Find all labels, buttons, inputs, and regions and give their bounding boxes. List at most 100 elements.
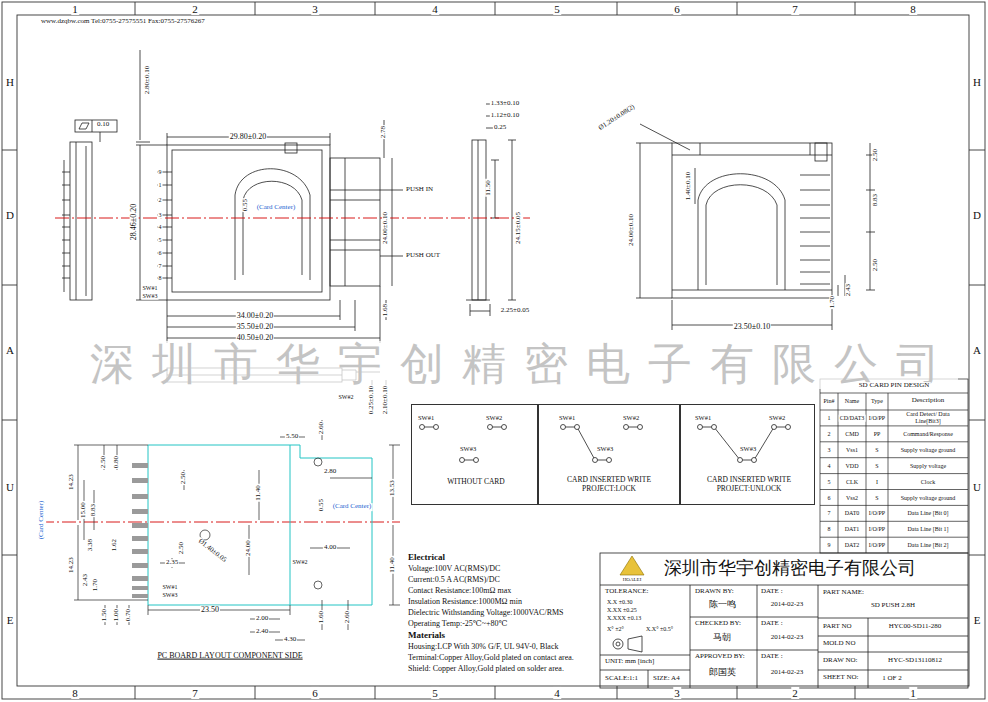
pcb-dimension [314,458,322,466]
switch-state-caption: CARD INSERTED WRITE PROJECT:UNLOCK [699,475,799,493]
drawing-text: 1 OF 2 [881,675,902,683]
side-view [62,50,150,300]
switch-symbol [772,425,777,430]
drawing-text: Voltage:100V AC(RMS)/DC [407,565,501,574]
pcb-pad [132,586,148,590]
drawing-text: Pin# [822,398,835,405]
drawing-text: Supply voltage [909,462,947,469]
pcb-pad [132,563,148,568]
drawing-text: 24.00±0.10 [628,213,636,247]
drawing-text: www.dzqbw.com Tel:0755-27575551 Fax:0755… [40,18,206,26]
drawing-text: SCALE:1:1 [604,675,639,683]
drawing-text: E [973,614,982,626]
top-view [235,169,310,280]
pcb-pad [132,463,148,598]
pcb-pad [132,523,148,528]
pcb-pad [132,536,148,541]
drawing-text: X.X° ±0.5° [645,626,674,633]
drawing-text: DRAWN BY: [694,588,735,596]
drawing-text: 35.50±0.20 [236,323,274,332]
top-view [330,158,380,286]
switch-state-panel: SW#1SW#2SW#3CARD INSERTED WRITE PROJECT:… [538,404,680,505]
drawing-text: Current:0.5 A AC(RMS)/DC [407,576,501,585]
drawing-text: DAT2 [844,542,861,549]
drawing-text: 11.50 [485,179,493,197]
side-view [62,142,86,300]
drawing-text: 5.50 [285,433,299,441]
drawing-text: 1.50 [101,608,109,622]
drawing-text: 2.50 [872,258,880,272]
drawing-text: H [972,76,982,88]
drawing-text: 2.80±0.10 [144,65,152,95]
drawing-text: 6 [827,494,832,501]
drawing-text: 8 [158,275,163,282]
drawing-text: I [875,478,879,485]
drawing-text: SW#1 [162,584,179,591]
drawing-text: 1.12±0.10 [490,112,520,120]
company-logo [620,556,644,575]
drawing-text: Operating Temp:-25℃~+80℃ [407,620,509,629]
drawing-text: Insulation Resistance:1000MΩ min [407,598,523,607]
switch-symbol [575,425,580,430]
drawing-text: I/O/PP [868,542,886,549]
drawing-text: Supply voltage ground [900,447,957,454]
drawing-text: Materials [407,631,446,641]
switch-label: SW#2 [623,414,639,422]
drawing-text: Electrical [407,553,446,563]
pin-table-grid [820,379,968,553]
drawing-text: 28.46±0.20 [130,203,139,241]
bottom-view [640,124,832,330]
pcb-pad [132,594,148,598]
title-block-grid [600,553,968,688]
drawing-text: Data Line [Bit 1] [906,526,949,533]
top-view [380,190,403,256]
drawing-text: 1 [909,687,917,699]
drawing-text: 0.25±0.10 [368,385,376,415]
drawing-text: 2.40 [255,628,269,636]
switch-symbol [561,425,566,430]
drawing-text: SW#1 [142,285,159,292]
title-block-grid [600,553,968,688]
drawing-text: 23.50 [200,606,220,615]
drawing-text: 0.25 [493,124,507,132]
drawing-text: 29.80±0.20 [229,133,267,142]
drawing-text: 14.23 [68,556,76,574]
switch-symbol [638,425,643,430]
drawing-text: 2014-02-23 [770,601,805,609]
drawing-text: 2014-02-23 [770,669,805,677]
drawing-text: 11.40 [255,484,263,502]
switch-label: SW#2 [486,414,502,422]
switch-label: SW#1 [559,414,575,422]
pcb-pad [132,509,148,514]
drawing-text: 11.40 [389,556,397,574]
drawing-text: 1 [158,182,163,189]
drawing-text: PART NAME: [822,589,865,597]
top-view [167,145,330,300]
switch-symbol [698,425,703,430]
drawing-text: PART NO [822,623,853,631]
bottom-view [672,143,832,298]
drawing-text: 2 [791,687,799,699]
drawing-text: Contact Resistance:100mΩ max [407,587,512,596]
drawing-text: 1.00 [113,608,121,622]
drawing-text: CD/DAT3 [839,415,866,422]
drawing-text: 2.43 [845,283,853,297]
switch-label: SW#3 [740,445,756,453]
switch-label: SW#1 [695,414,711,422]
drawing-text: 1.62 [111,538,119,552]
drawing-text: 5 [158,237,163,244]
drawing-text: DATE : [760,620,784,628]
drawing-text: A [5,344,15,356]
drawing-text: 1 [827,415,832,422]
drawing-text: 0.55 [242,198,250,212]
drawing-text: PP [873,431,882,438]
drawing-text: HOALEI [622,577,643,583]
drawing-text: S [874,462,879,469]
bottom-view [636,143,875,298]
top-view [285,143,297,153]
drawing-text: 4.30 [283,636,297,644]
side-view [136,50,150,142]
pcb-outline [148,445,372,605]
drawing-text: Dielectric Withstanding Voltage:1000VAC/… [407,609,565,618]
